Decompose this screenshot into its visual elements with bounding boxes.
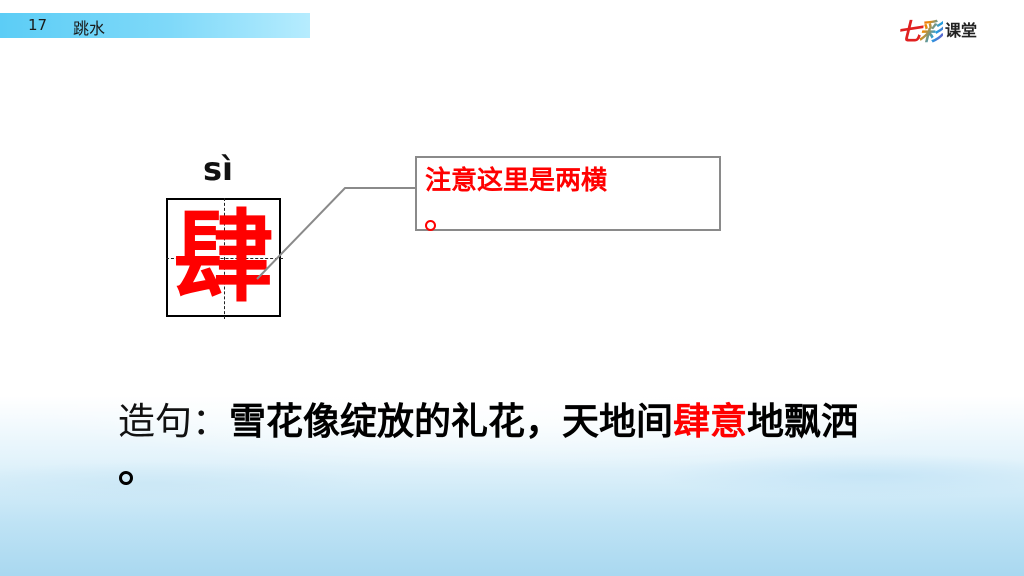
logo-text-ketang: 课堂 <box>945 21 978 40</box>
example-sentence: 造句：雪花像绽放的礼花，天地间肆意地飘洒 <box>118 398 858 446</box>
background-wave-decoration <box>0 396 1024 576</box>
callout-period-mark <box>425 220 436 231</box>
tian-zi-ge-character-box: 肆 <box>166 198 283 319</box>
lesson-header-bar: 17 跳水 <box>0 13 310 38</box>
logo-text-cai: 彩 <box>919 12 943 47</box>
lesson-title: 跳水 <box>73 19 106 38</box>
featured-character: 肆 <box>173 198 274 316</box>
callout-note-text: 注意这里是两横 <box>425 166 608 196</box>
sentence-label: 造句： <box>118 400 229 443</box>
logo-text-qi: 七 <box>897 17 921 46</box>
pinyin-label: sì <box>203 150 234 188</box>
sentence-highlight-word: 肆意 <box>673 400 747 443</box>
qicai-ketang-logo: 七 彩 课堂 <box>897 12 1007 46</box>
sentence-text-before: 雪花像绽放的礼花，天地间 <box>229 400 673 443</box>
horizontal-guide-line <box>166 258 283 259</box>
sentence-text-after: 地飘洒 <box>747 400 858 443</box>
callout-note-box: 注意这里是两横 <box>415 156 721 231</box>
sentence-end-period <box>119 471 133 485</box>
lesson-number: 17 <box>28 16 48 34</box>
